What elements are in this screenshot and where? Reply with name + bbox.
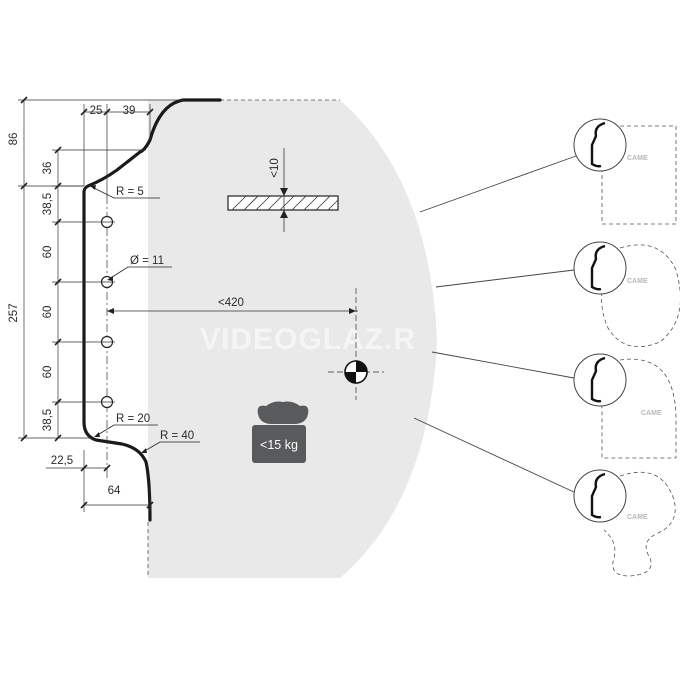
label-r20: R = 20 [116,413,150,425]
centre-of-gravity-icon [344,360,368,384]
dim-reach: <420 [218,297,244,309]
dim-60-a: 60 [42,246,54,259]
watermark: VIDEOGLAZ.R [200,323,416,356]
variant-rectangle: CAME [573,118,677,225]
dim-38-5-bottom: 38,5 [42,409,54,431]
svg-text:CAME: CAME [627,514,648,521]
variant-arched: CAME [573,353,677,459]
variant-curved: CAME [573,469,676,577]
label-hole-diameter: Ø = 11 [130,255,164,267]
dim-60-b: 60 [42,306,54,319]
svg-text:CAME: CAME [627,155,648,162]
leaf-profile-outline [82,98,222,522]
variant-rounded: CAME [573,241,680,348]
svg-text:CAME: CAME [641,410,662,417]
dim-39: 39 [123,105,136,117]
dim-22-5: 22,5 [51,455,73,467]
variant-connectors [413,155,577,494]
callout-leaders [91,186,200,453]
dim-64: 64 [108,485,121,497]
svg-text:CAME: CAME [627,278,648,285]
dimension-ticks [20,96,154,509]
dim-257: 257 [8,303,20,322]
reach-arrow-left [107,308,114,314]
leaf-swing-area [148,100,437,578]
dim-38-5-top: 38,5 [42,193,54,215]
label-r40: R = 40 [160,430,194,442]
left-dimension-lines [18,99,184,512]
weight-label: <15 kg [260,438,298,452]
dim-25: 25 [90,105,103,117]
thickness-section [227,148,339,232]
dim-thickness: <10 [269,158,281,178]
reach-arrow-right [349,308,356,314]
label-r5: R = 5 [116,186,144,198]
dim-60-c: 60 [42,366,54,379]
weight-icon [252,401,309,463]
dim-36: 36 [42,162,54,175]
dim-86: 86 [8,133,20,146]
callout-arrowheads [90,185,147,453]
